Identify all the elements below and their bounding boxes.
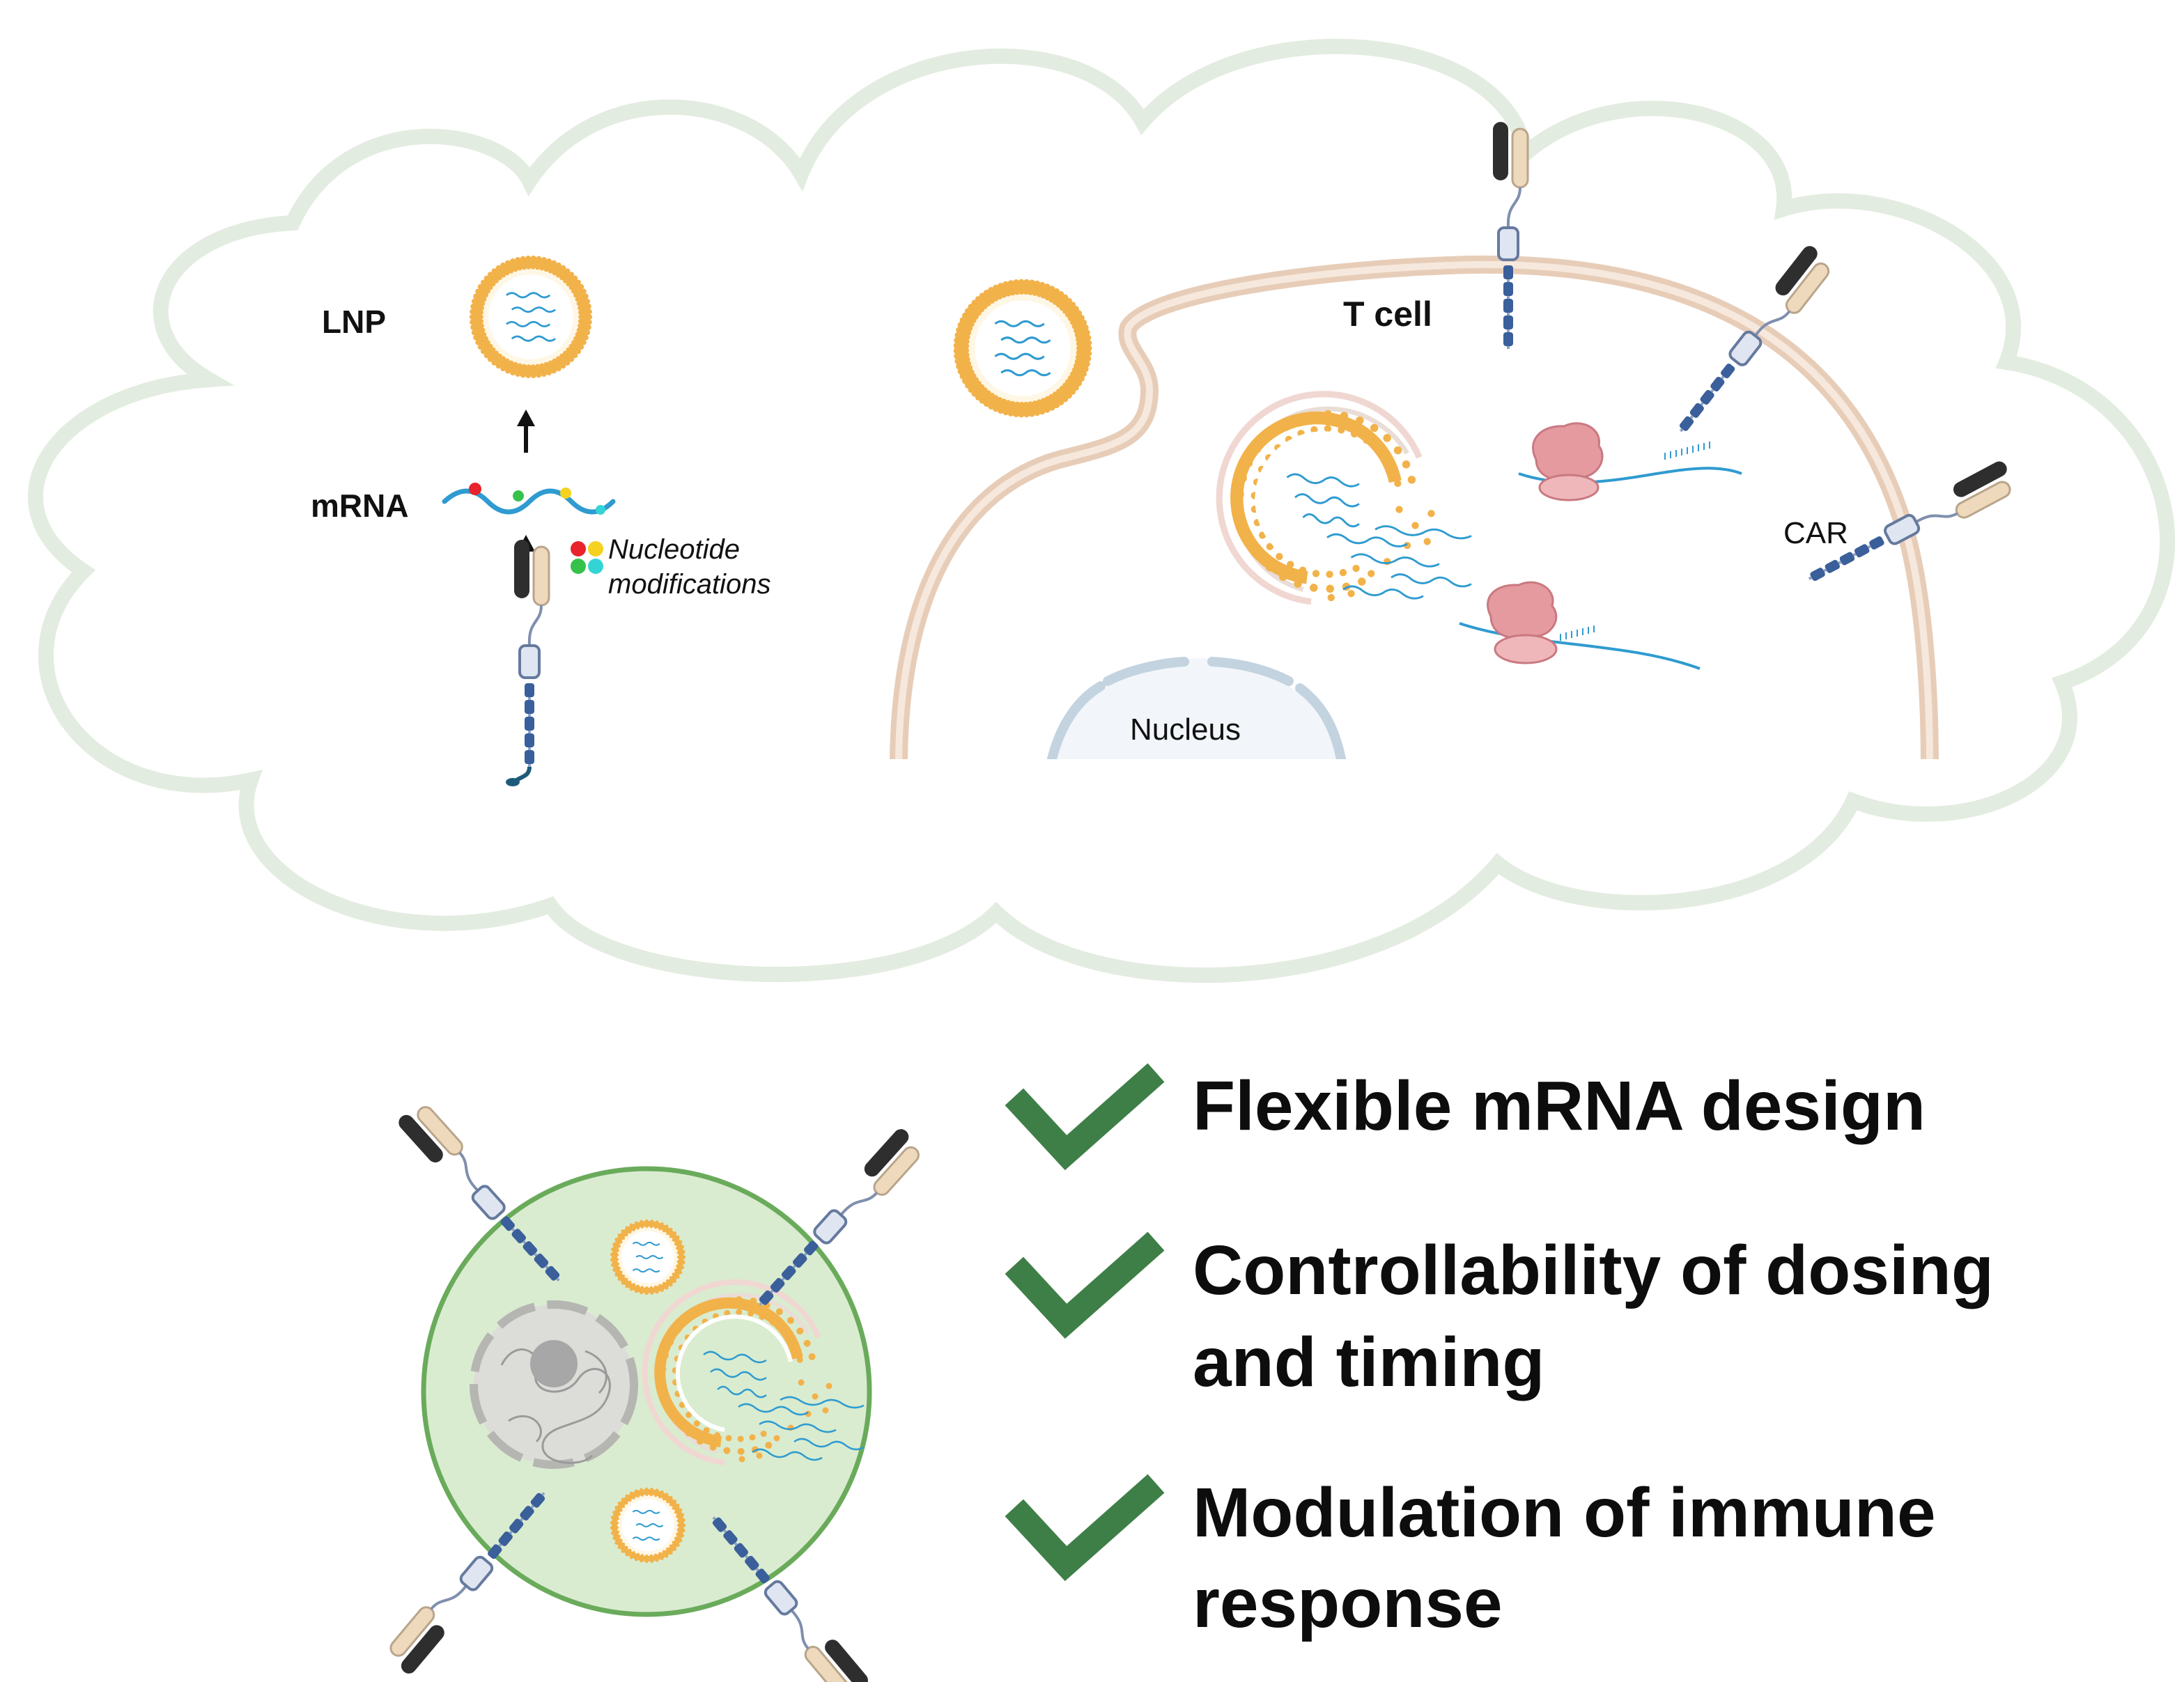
lnp-particle <box>610 1487 686 1564</box>
checkmark-icon <box>1005 1474 1165 1582</box>
car-receptor <box>389 1492 545 1674</box>
car-receptor <box>759 1129 920 1306</box>
nucleus-label: Nucleus <box>1130 712 1241 747</box>
ribosome-translation <box>1459 422 1742 670</box>
endosome-release <box>1216 391 1472 605</box>
lnp-label: LNP <box>322 304 386 340</box>
car-receptor <box>1493 122 1529 349</box>
mrna-label: mRNA <box>311 488 409 524</box>
benefit-text: Flexible mRNA design <box>1193 1067 1926 1145</box>
checkmark-icon <box>1005 1063 1165 1171</box>
lnp-particle <box>610 1219 686 1295</box>
car-construct <box>506 540 550 786</box>
lnp-particle <box>953 279 1092 418</box>
benefit-item: Controllability of dosing and timing <box>1005 1231 2013 1401</box>
mrna-strand <box>442 483 616 515</box>
benefit-item: Modulation of immune response <box>1005 1474 1955 1642</box>
checkmark-icon <box>1005 1231 1165 1339</box>
nucleus <box>1046 657 1346 759</box>
ribosome-icon <box>1532 422 1604 501</box>
car-receptor <box>1679 246 1830 433</box>
nucleotide-dots-icon <box>571 541 603 574</box>
benefit-item: Flexible mRNA design <box>1005 1063 1926 1171</box>
lnp-particle <box>469 255 593 379</box>
car-receptor <box>712 1516 868 1682</box>
car-receptor <box>398 1106 560 1282</box>
ribosome-icon <box>1487 581 1558 664</box>
benefit-text: Modulation of immune response <box>1193 1474 1955 1642</box>
car-label: CAR <box>1783 516 1848 550</box>
car-receptor <box>1808 461 2011 582</box>
endosome-release <box>642 1279 865 1465</box>
arrow-up-icon <box>517 410 535 453</box>
car-t-cell-nucleus <box>470 1300 638 1469</box>
car-t-cell <box>421 1166 872 1617</box>
benefit-text: Controllability of dosing and timing <box>1193 1231 2013 1401</box>
nucleotide-modifications-label: Nucleotide modifications <box>608 534 770 600</box>
t-cell-label: T cell <box>1343 295 1432 334</box>
